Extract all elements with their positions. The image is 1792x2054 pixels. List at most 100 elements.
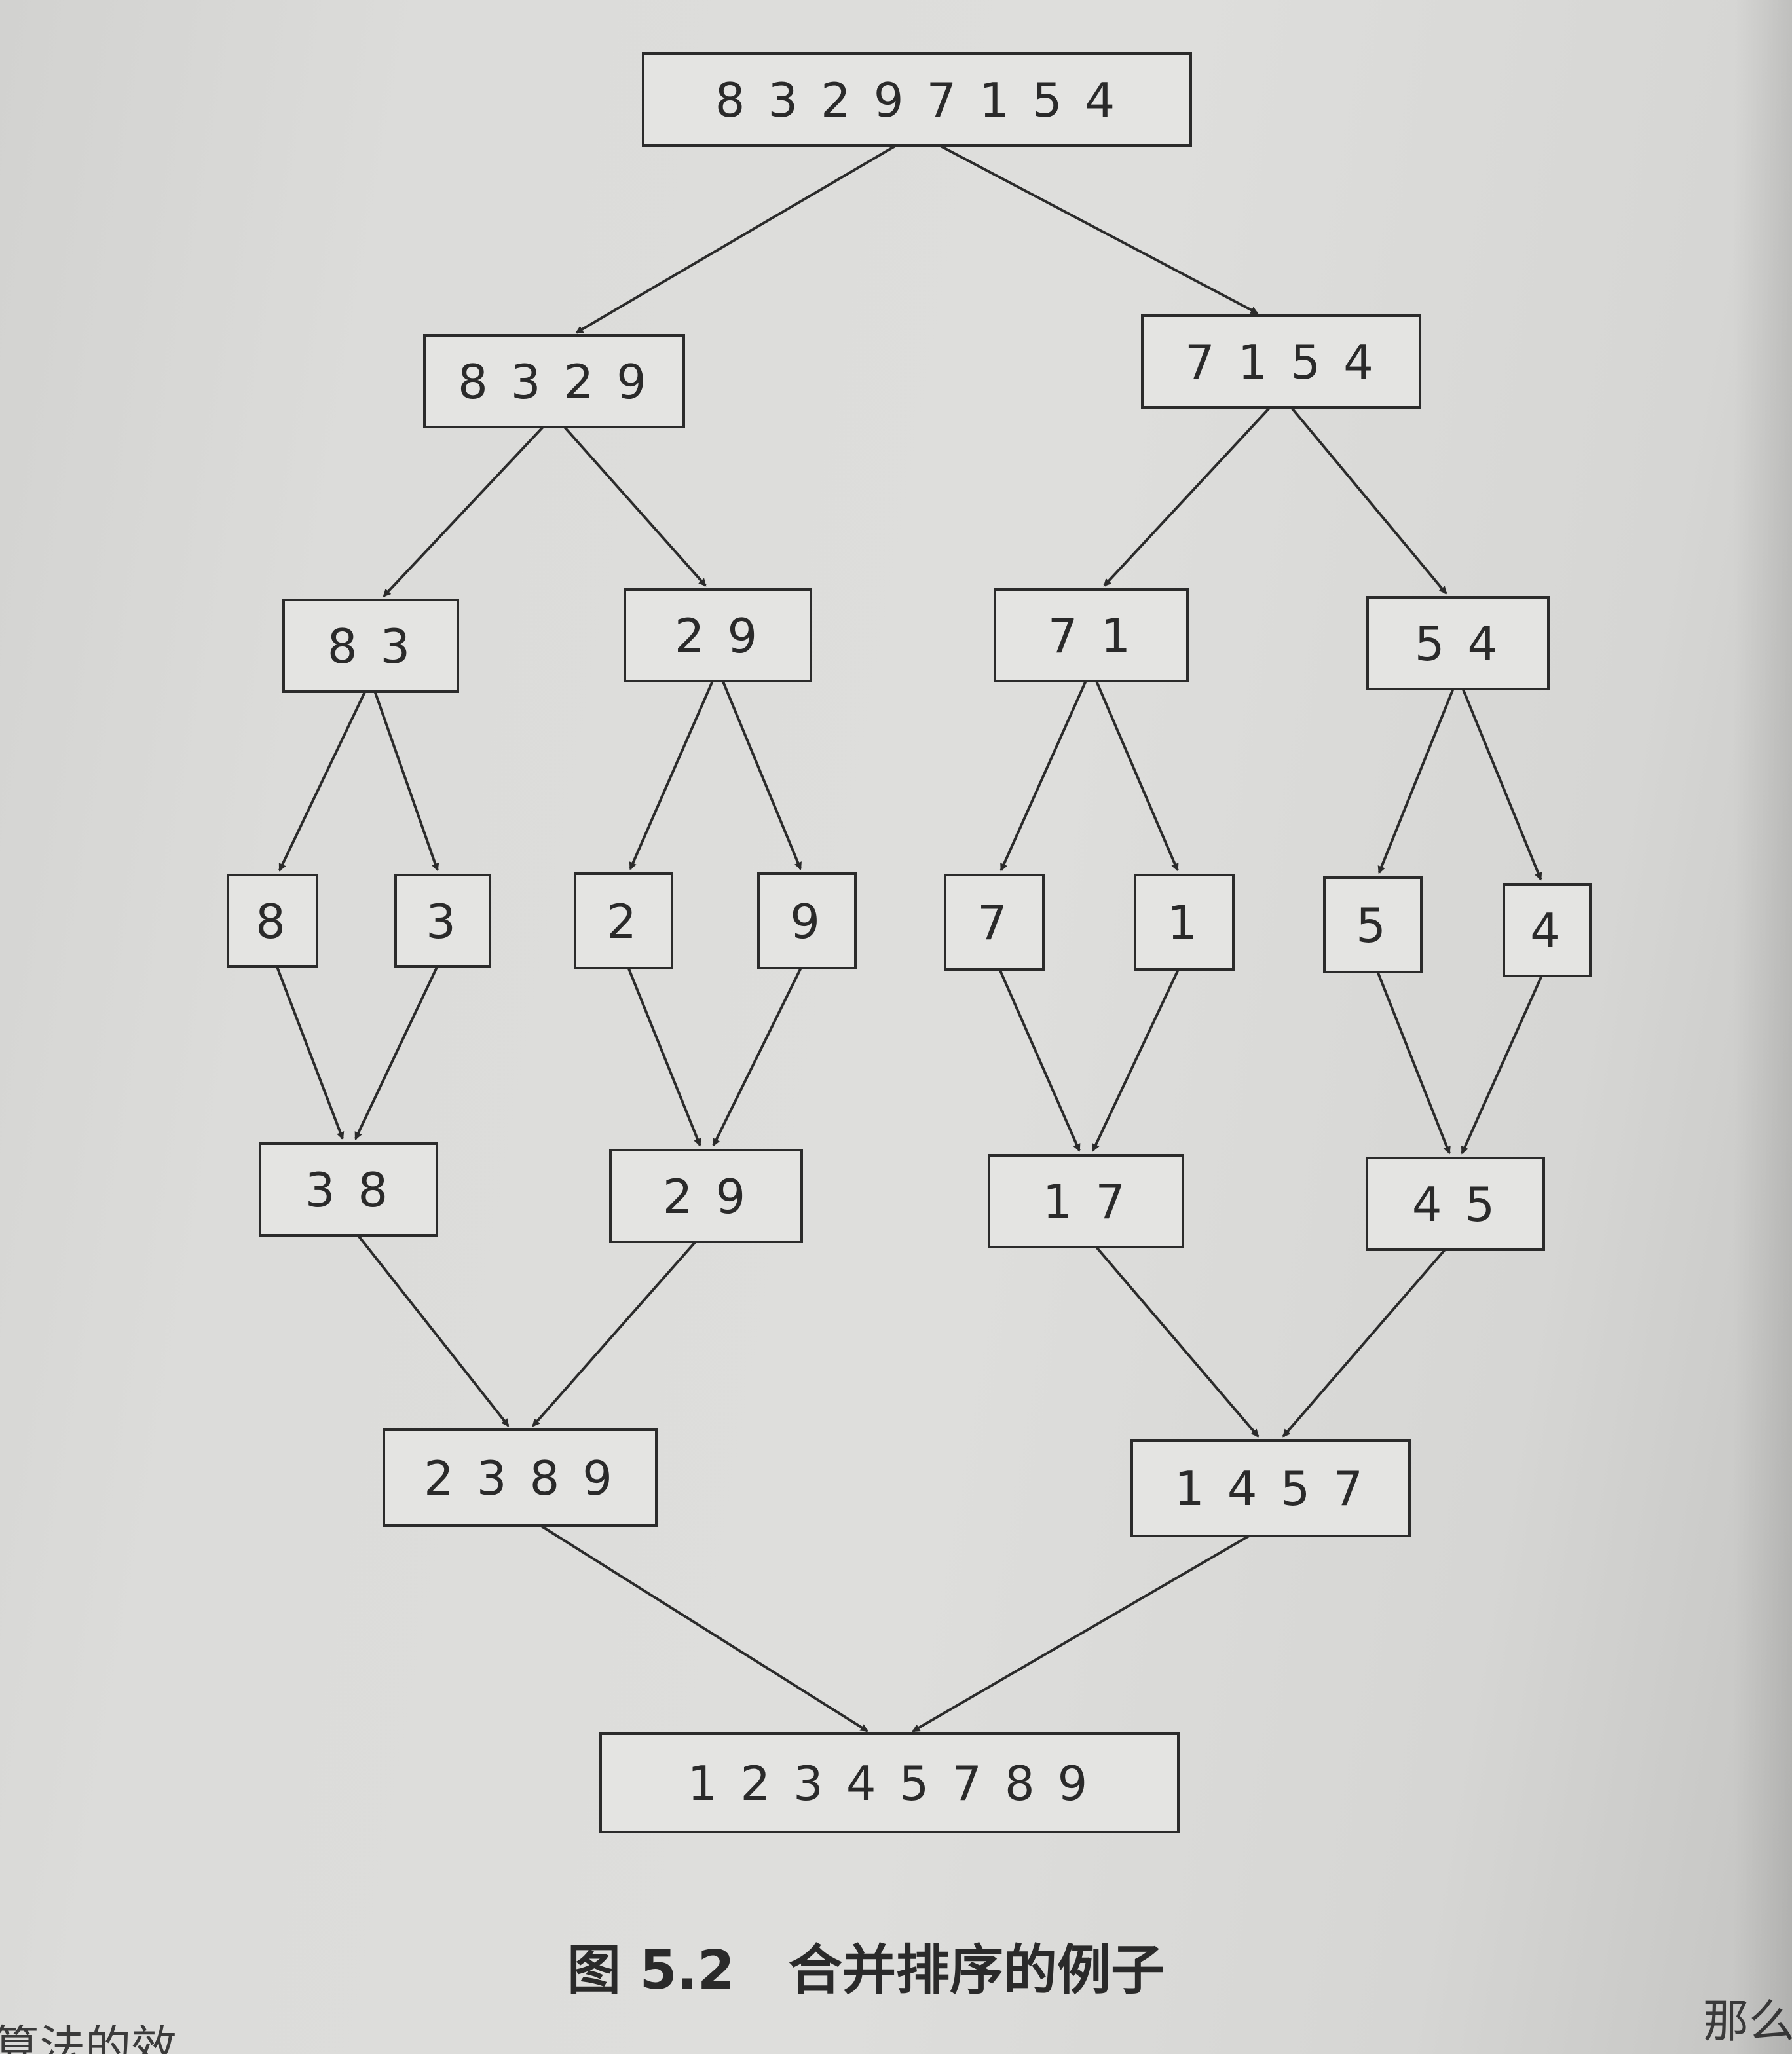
node-box — [994, 588, 1189, 682]
node-box — [599, 1732, 1180, 1833]
node-box — [259, 1142, 438, 1237]
node-box — [394, 874, 491, 968]
node-box — [642, 52, 1192, 147]
node-value: 4 — [1530, 903, 1564, 958]
node-box — [624, 588, 812, 682]
node-value: 7 1 — [1048, 608, 1135, 663]
arrow-n1-to-n3 — [383, 426, 544, 597]
node-value: 2 9 — [675, 608, 762, 663]
node-value: 5 — [1356, 898, 1390, 953]
arrow-n9-to-n16 — [627, 967, 701, 1147]
arrow-n19-to-n21 — [539, 1524, 868, 1732]
node-n18: 4 5 — [1366, 1157, 1545, 1251]
arrow-n4-to-n9 — [629, 681, 714, 870]
arrow-n14-to-n18 — [1461, 975, 1543, 1155]
node-value: 1 2 3 4 5 7 8 9 — [688, 1756, 1092, 1811]
arrow-n3-to-n7 — [278, 691, 367, 872]
node-n16: 2 9 — [609, 1149, 803, 1243]
node-n5: 7 1 — [994, 588, 1189, 682]
node-n10: 9 — [757, 872, 857, 969]
bleed-text-left: 算法的效 — [0, 2021, 177, 2054]
node-n21: 1 2 3 4 5 7 8 9 — [599, 1732, 1180, 1833]
node-value: 2 9 — [663, 1169, 750, 1224]
node-box — [1130, 1439, 1411, 1537]
node-n20: 1 4 5 7 — [1130, 1439, 1411, 1537]
node-n17: 1 7 — [988, 1154, 1184, 1248]
arrow-n12-to-n17 — [1091, 969, 1180, 1152]
node-box — [1366, 1157, 1545, 1251]
node-box — [423, 334, 685, 428]
node-box — [944, 874, 1045, 971]
node-box — [988, 1154, 1184, 1248]
arrow-n6-to-n13 — [1377, 688, 1455, 874]
arrow-n16-to-n19 — [532, 1241, 697, 1427]
node-n19: 2 3 8 9 — [383, 1428, 658, 1527]
node-value: 5 4 — [1415, 616, 1502, 671]
arrow-n2-to-n5 — [1103, 406, 1271, 587]
node-value: 8 — [255, 894, 289, 949]
node-n2: 7 1 5 4 — [1141, 314, 1421, 409]
arrow-n4-to-n10 — [721, 681, 802, 870]
node-box — [282, 599, 459, 693]
node-value: 2 3 8 9 — [424, 1451, 616, 1506]
node-n8: 3 — [394, 874, 491, 968]
node-n11: 7 — [944, 874, 1045, 971]
node-box — [1366, 596, 1550, 690]
arrow-n13-to-n18 — [1376, 971, 1451, 1155]
node-value: 2 — [607, 894, 641, 949]
arrow-n5-to-n12 — [1095, 681, 1179, 872]
node-n6: 5 4 — [1366, 596, 1550, 690]
arrow-n20-to-n21 — [912, 1535, 1250, 1732]
node-box — [1134, 874, 1235, 971]
arrow-n17-to-n20 — [1095, 1246, 1260, 1438]
node-n4: 2 9 — [624, 588, 812, 682]
arrow-n11-to-n17 — [998, 969, 1081, 1152]
node-value: 1 4 5 7 — [1174, 1461, 1367, 1516]
node-value: 1 7 — [1043, 1174, 1130, 1229]
node-value: 4 5 — [1412, 1177, 1499, 1232]
node-value: 8 3 2 9 7 1 5 4 — [715, 73, 1119, 128]
node-value: 9 — [790, 894, 824, 949]
edges — [276, 144, 1543, 1732]
node-value: 8 3 2 9 — [458, 354, 650, 409]
node-box — [574, 872, 673, 969]
node-box — [1141, 314, 1421, 409]
node-n12: 1 — [1134, 874, 1235, 971]
arrow-n18-to-n20 — [1282, 1248, 1446, 1438]
node-value: 8 3 — [327, 619, 415, 674]
arrow-n15-to-n19 — [357, 1234, 510, 1427]
node-n13: 5 — [1323, 876, 1423, 973]
bleed-text-right: 那么 — [1703, 1994, 1792, 2048]
arrow-n7-to-n15 — [276, 966, 345, 1140]
node-n7: 8 — [227, 874, 318, 968]
node-n3: 8 3 — [282, 599, 459, 693]
arrow-n5-to-n11 — [999, 681, 1087, 872]
arrow-n6-to-n14 — [1461, 688, 1542, 881]
arrow-n1-to-n4 — [563, 426, 707, 587]
node-value: 7 1 5 4 — [1185, 335, 1377, 390]
node-n1: 8 3 2 9 — [423, 334, 685, 428]
node-box — [757, 872, 857, 969]
arrow-n8-to-n15 — [354, 966, 439, 1140]
node-box — [227, 874, 318, 968]
node-n9: 2 — [574, 872, 673, 969]
node-value: 7 — [977, 895, 1011, 950]
node-n0: 8 3 2 9 7 1 5 4 — [642, 52, 1192, 147]
node-box — [1503, 883, 1592, 977]
arrow-n2-to-n6 — [1290, 406, 1447, 595]
arrow-n0-to-n2 — [939, 144, 1259, 315]
figure-caption: 合并排序的例子 — [789, 1939, 1165, 2002]
node-box — [383, 1428, 658, 1527]
node-n14: 4 — [1503, 883, 1592, 977]
figure-label: 图 5.2 — [567, 1939, 735, 2002]
node-value: 3 8 — [305, 1163, 392, 1218]
node-value: 1 — [1167, 895, 1201, 950]
node-value: 3 — [426, 894, 460, 949]
arrow-n3-to-n8 — [373, 691, 439, 872]
arrow-n0-to-n1 — [575, 144, 897, 334]
node-box — [609, 1149, 803, 1243]
page-edge-shadow — [1733, 0, 1792, 2054]
node-n15: 3 8 — [259, 1142, 438, 1237]
